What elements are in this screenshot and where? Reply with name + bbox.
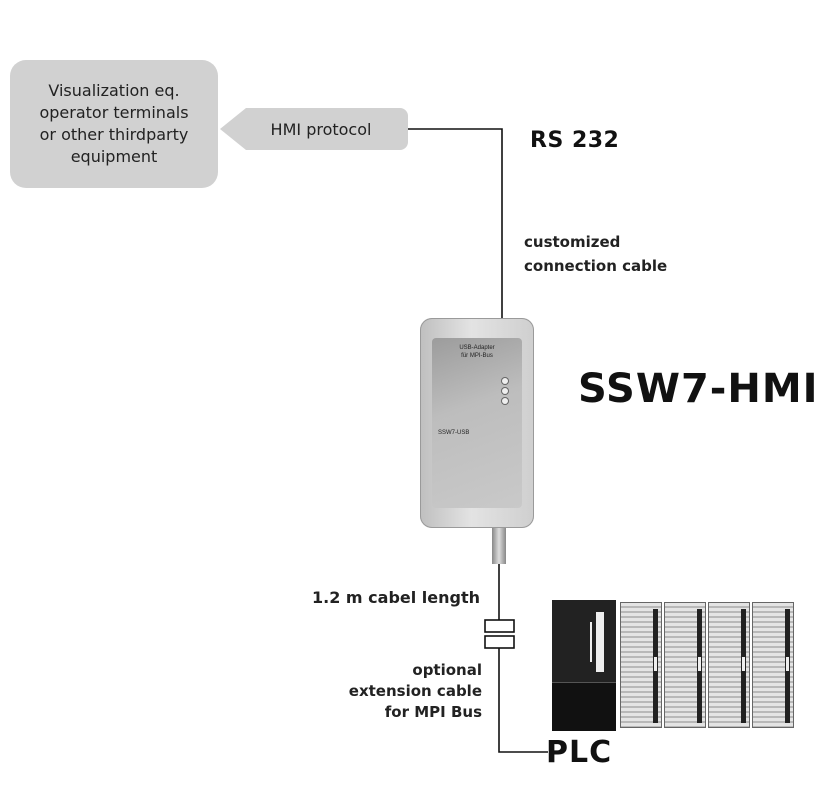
cable-note-line: customized	[524, 233, 621, 251]
extension-note-line: for MPI Bus	[384, 703, 482, 721]
product-name: SSW7-HMI	[578, 366, 819, 412]
equipment-line: Visualization eq.	[48, 81, 180, 100]
rs232-cable-line	[408, 128, 503, 318]
rs232-label: RS 232	[530, 128, 620, 153]
extension-connector-bottom	[484, 635, 515, 649]
extension-connector-top	[484, 619, 515, 633]
hmi-protocol-label: HMI protocol	[270, 119, 372, 139]
plc-cpu-slot	[596, 612, 604, 672]
device-front-panel: USB-Adapter für MPI-Bus SSW7-USB	[432, 338, 522, 508]
equipment-line: operator terminals	[39, 103, 189, 122]
connection-lines	[408, 128, 548, 753]
third-party-equipment-box: Visualization eq. operator terminals or …	[10, 60, 218, 188]
extension-note-line: optional	[412, 661, 482, 679]
usb-adapter-device: USB-Adapter für MPI-Bus SSW7-USB	[420, 318, 534, 528]
hmi-protocol-tag: HMI protocol	[220, 108, 408, 150]
device-model-label: SSW7-USB	[438, 430, 470, 436]
device-label-line: für MPI-Bus	[461, 353, 493, 359]
cable-note: customized connection cable	[524, 230, 667, 278]
usb-cable-connector	[492, 528, 506, 564]
extension-note-line: extension cable	[348, 682, 482, 700]
status-led	[502, 388, 508, 394]
plc-io-module	[620, 602, 662, 728]
device-label-line: USB-Adapter	[459, 345, 495, 351]
plc-io-module	[664, 602, 706, 728]
plc-io-module	[708, 602, 750, 728]
equipment-line: or other thirdparty	[39, 125, 189, 144]
plc-cpu-base	[552, 682, 616, 731]
plc-cpu-module	[552, 600, 616, 731]
plc-cpu-slot	[590, 622, 592, 662]
cable-note-line: connection cable	[524, 257, 668, 275]
mpi-bus-line	[498, 648, 548, 753]
equipment-line: equipment	[70, 147, 158, 166]
plc-rack	[552, 600, 796, 731]
cable-length-label: 1.2 m cabel length	[312, 588, 481, 607]
extension-cable-note: optional extension cable for MPI Bus	[330, 660, 482, 723]
plc-label: PLC	[546, 735, 613, 770]
status-led	[502, 378, 508, 384]
device-label: USB-Adapter für MPI-Bus	[432, 344, 522, 360]
status-led	[502, 398, 508, 404]
plc-io-module	[752, 602, 794, 728]
